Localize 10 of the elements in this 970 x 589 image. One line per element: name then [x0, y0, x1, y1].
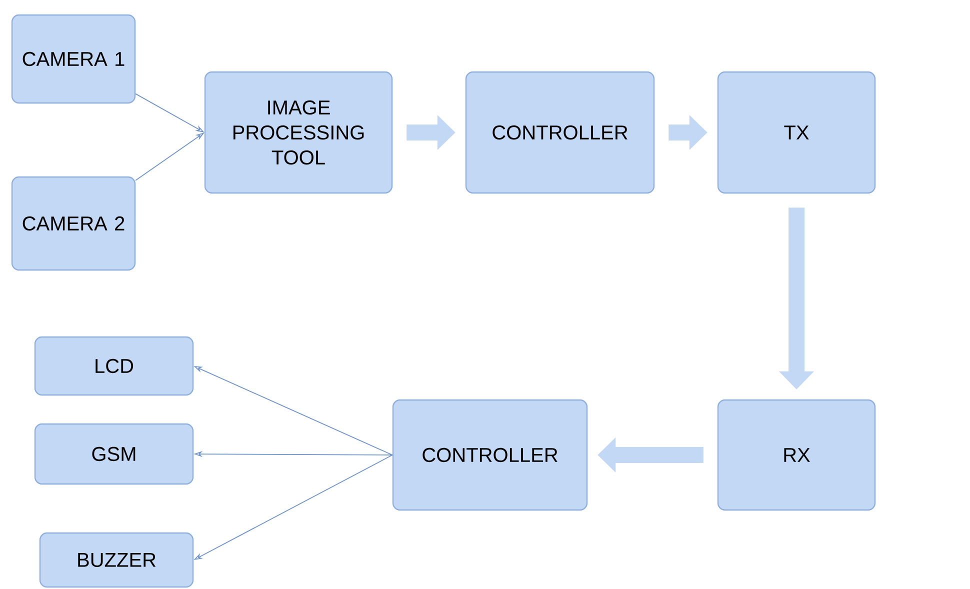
process-box: CAMERA 2: [11, 176, 136, 271]
process-box: CAMERA 1: [11, 14, 136, 104]
process-box: RX: [717, 399, 876, 511]
process-box: IMAGE PROCESSING TOOL: [204, 71, 393, 194]
process-box: BUZZER: [39, 532, 194, 588]
process-box: LCD: [34, 336, 194, 396]
process-box: CONTROLLER: [392, 399, 588, 511]
process-box: CONTROLLER: [465, 71, 655, 194]
process-box: GSM: [34, 423, 194, 485]
process-box: TX: [717, 71, 876, 194]
